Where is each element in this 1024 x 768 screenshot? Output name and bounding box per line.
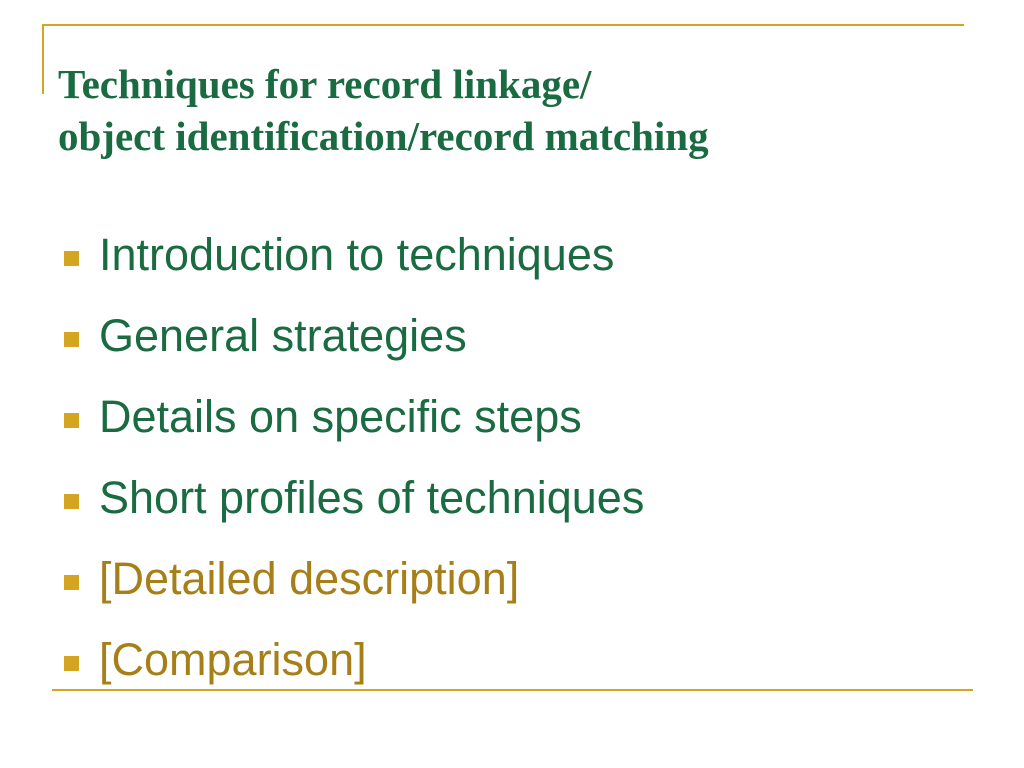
bullet-text: [Comparison] bbox=[99, 633, 367, 685]
frame-top-rule bbox=[42, 24, 964, 26]
bullet-item-short-profiles: Short profiles of techniques bbox=[64, 457, 644, 538]
square-bullet-icon bbox=[64, 575, 79, 590]
square-bullet-icon bbox=[64, 656, 79, 671]
slide-title-line-1: Techniques for record linkage/ bbox=[58, 61, 592, 107]
bullet-text: Short profiles of techniques bbox=[99, 471, 645, 523]
slide-title: Techniques for record linkage/ object id… bbox=[58, 58, 709, 162]
bullet-text: Introduction to techniques bbox=[99, 228, 615, 280]
bullet-text: General strategies bbox=[99, 309, 467, 361]
bullet-item-introduction: Introduction to techniques bbox=[64, 214, 644, 295]
square-bullet-icon bbox=[64, 332, 79, 347]
bullet-item-general-strategies: General strategies bbox=[64, 295, 644, 376]
bullet-item-specific-steps: Details on specific steps bbox=[64, 376, 644, 457]
bullet-item-comparison: [Comparison] bbox=[64, 619, 644, 700]
frame-left-rule bbox=[42, 24, 44, 94]
square-bullet-icon bbox=[64, 494, 79, 509]
square-bullet-icon bbox=[64, 413, 79, 428]
bullet-text: [Detailed description] bbox=[99, 552, 520, 604]
slide-title-line-2: object identification/record matching bbox=[58, 113, 709, 159]
square-bullet-icon bbox=[64, 251, 79, 266]
bullet-item-detailed-description: [Detailed description] bbox=[64, 538, 644, 619]
frame-bottom-rule bbox=[52, 689, 973, 691]
bullet-text: Details on specific steps bbox=[99, 390, 582, 442]
bullet-list: Introduction to techniques General strat… bbox=[64, 214, 644, 700]
